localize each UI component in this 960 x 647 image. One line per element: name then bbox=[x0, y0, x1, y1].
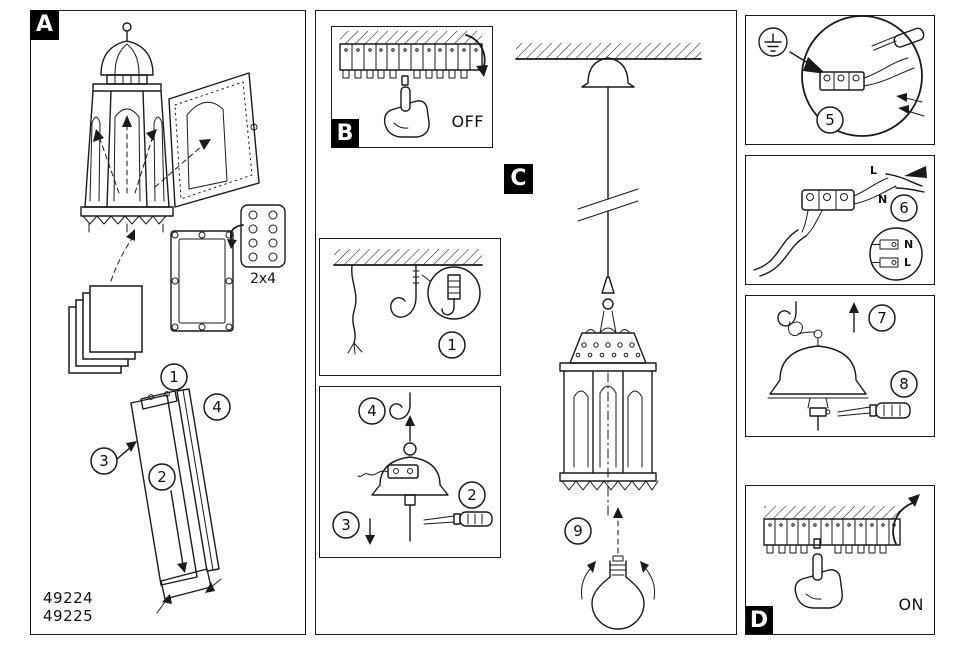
step-7-badge: 7 bbox=[868, 304, 896, 332]
step-4-number: 4 bbox=[367, 402, 377, 420]
stack-to-lantern-arrow bbox=[110, 236, 134, 282]
panel-5: 5 bbox=[745, 15, 935, 145]
step-1-badge: 1 bbox=[438, 331, 466, 359]
panel-a: A bbox=[30, 10, 306, 635]
step-2-number: 2 bbox=[467, 486, 477, 504]
panel-b: B OFF bbox=[331, 26, 493, 148]
earth-connection-illustration: 5 bbox=[758, 16, 925, 137]
pendant-cord bbox=[577, 86, 639, 294]
supply-cable bbox=[753, 229, 807, 277]
anchor-detail-circle bbox=[427, 266, 481, 320]
pointing-hand bbox=[383, 86, 430, 138]
screwdriver bbox=[871, 27, 925, 51]
step-4-badge: 4 bbox=[203, 393, 231, 421]
step-3-number: 3 bbox=[99, 452, 109, 470]
bulb-illustration bbox=[580, 507, 656, 630]
inset-neutral-label: N bbox=[904, 238, 913, 251]
step-3-badge: 3 bbox=[332, 511, 360, 539]
model-number-1: 49224 bbox=[43, 588, 94, 607]
step-5-number: 5 bbox=[825, 111, 835, 129]
lantern-illustration bbox=[80, 22, 260, 233]
step-3-number: 3 bbox=[341, 516, 351, 534]
wires bbox=[863, 57, 915, 87]
switched-off-breaker bbox=[401, 75, 409, 86]
glass-into-frame-assembly bbox=[116, 388, 222, 614]
step-8-badge: 8 bbox=[890, 370, 918, 398]
step-3-badge: 3 bbox=[90, 447, 118, 475]
screwdriver bbox=[423, 511, 493, 527]
direction-arrow bbox=[904, 166, 927, 178]
panel-6: L N 6 N L bbox=[745, 155, 935, 285]
switched-on-breaker bbox=[813, 538, 821, 549]
lantern-open-door bbox=[168, 72, 260, 208]
neutral-label: N bbox=[878, 193, 887, 206]
ceiling-hook-illustration: 1 bbox=[333, 249, 483, 359]
step-1-box: 1 bbox=[319, 238, 501, 376]
pointing-hand bbox=[794, 553, 843, 609]
sticker-count-label: 2x4 bbox=[250, 271, 276, 287]
glass-panels-stack bbox=[68, 285, 143, 374]
lamp-wires bbox=[853, 177, 897, 205]
screwdriver bbox=[837, 402, 911, 419]
step-4-number: 4 bbox=[212, 398, 222, 416]
ceiling-hook bbox=[390, 264, 420, 318]
mains-wire bbox=[347, 264, 363, 355]
step-1-badge: 1 bbox=[160, 363, 188, 391]
step-9-badge: 9 bbox=[564, 517, 592, 545]
panel-a-illustration: 2x4 1 bbox=[68, 22, 286, 614]
step-2-3-4-box: 4 2 bbox=[319, 386, 501, 558]
panel-main: 9 C bbox=[315, 10, 737, 635]
step-1-number: 1 bbox=[447, 336, 457, 354]
ceiling bbox=[515, 43, 702, 60]
step-2-badge: 2 bbox=[458, 481, 486, 509]
model-number-2: 49225 bbox=[43, 607, 94, 626]
step-6-number: 6 bbox=[899, 199, 909, 217]
hanging-lantern bbox=[559, 298, 659, 517]
sticker-sheet bbox=[240, 204, 286, 268]
on-label: ON bbox=[898, 595, 924, 614]
canopy-hanging-illustration: 4 2 bbox=[332, 392, 493, 545]
canopy-assembly bbox=[357, 442, 449, 542]
step-5-badge: 5 bbox=[816, 106, 844, 134]
panel-b-label: B bbox=[331, 119, 359, 148]
hook-with-loop bbox=[777, 301, 815, 337]
step-1-number: 1 bbox=[169, 368, 179, 386]
rotate-on-arrow bbox=[892, 501, 917, 545]
inset-live-label: L bbox=[904, 256, 911, 269]
ln-wiring-illustration: L N 6 N L bbox=[753, 164, 927, 281]
panel-d-label: D bbox=[746, 606, 773, 634]
step-2-badge: 2 bbox=[148, 463, 176, 491]
insert-direction-arrows bbox=[93, 115, 211, 194]
detail-magnifier-circle bbox=[801, 16, 923, 137]
panel-c-label: C bbox=[504, 164, 533, 194]
earth-symbol bbox=[758, 27, 788, 57]
canopy-bell bbox=[767, 329, 869, 431]
rotate-off-arrow bbox=[465, 34, 486, 70]
off-label: OFF bbox=[451, 112, 484, 131]
step-9-number: 9 bbox=[573, 522, 583, 540]
door-frame-with-holes bbox=[170, 230, 234, 332]
model-numbers: 49224 49225 bbox=[43, 589, 93, 627]
earth-arrow bbox=[789, 51, 809, 64]
step-2-number: 2 bbox=[157, 468, 167, 486]
live-label: L bbox=[870, 164, 877, 177]
terminal-block bbox=[819, 71, 865, 91]
step-6-badge: 6 bbox=[890, 194, 918, 222]
step-7-number: 7 bbox=[877, 309, 887, 327]
pendant-illustration: 9 bbox=[515, 43, 702, 630]
panel-a-label: A bbox=[30, 10, 59, 40]
breaker-on-illustration bbox=[763, 494, 920, 609]
ceiling-canopy bbox=[581, 57, 635, 88]
canopy-mounting-illustration: 7 8 bbox=[767, 301, 918, 431]
step-4-badge: 4 bbox=[358, 397, 386, 425]
panel-7-8: 7 8 bbox=[745, 295, 935, 437]
terminal-block bbox=[801, 189, 855, 211]
terminal-detail-inset: N L bbox=[869, 227, 923, 281]
breaker-off-illustration bbox=[339, 31, 488, 138]
step-8-number: 8 bbox=[899, 375, 909, 393]
hook bbox=[389, 392, 411, 420]
panel-d: D ON bbox=[745, 485, 935, 635]
